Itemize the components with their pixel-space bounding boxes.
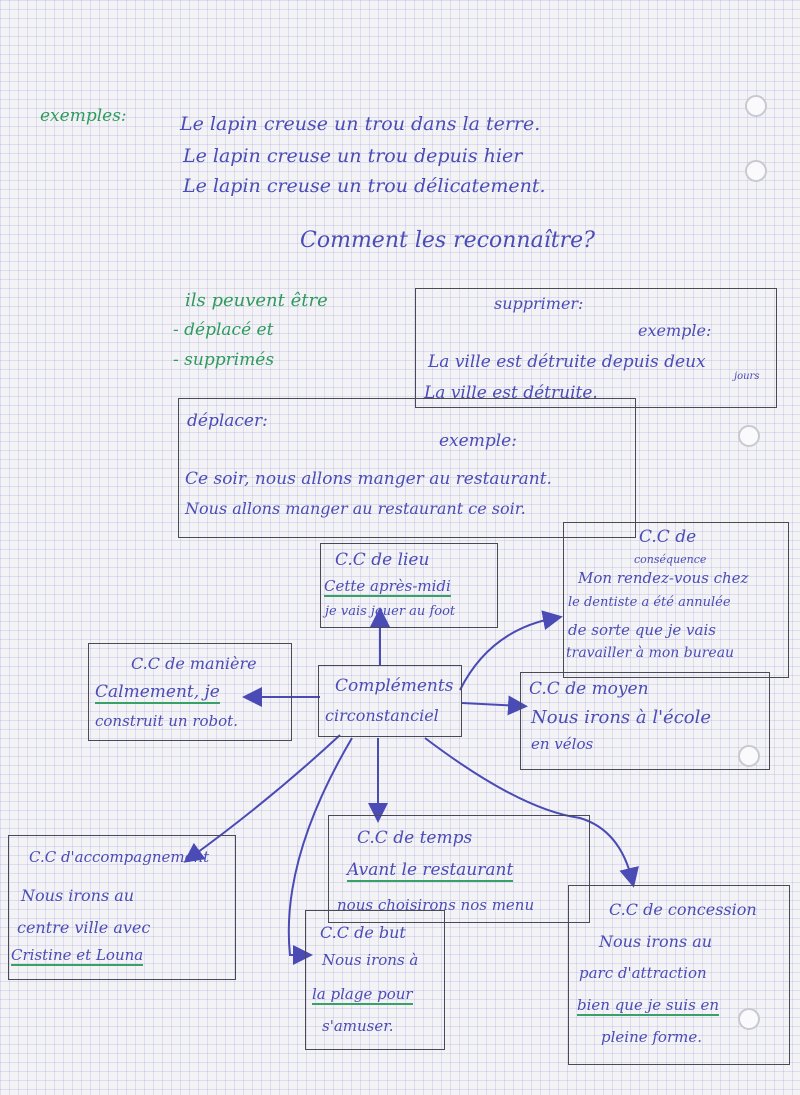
- cc-consequence-line-3: de sorte que je vais: [568, 621, 716, 639]
- center-line-2: circonstanciel: [325, 706, 439, 725]
- binder-hole: [745, 95, 767, 117]
- cc-concession-line-4: pleine forme.: [601, 1028, 703, 1046]
- cc-accompagnement-title: C.C d'accompagnement: [29, 848, 210, 866]
- cc-concession-box: C.C de concession Nous irons au parc d'a…: [568, 885, 790, 1065]
- cc-but-box: C.C de but Nous irons à la plage pour s'…: [305, 910, 445, 1050]
- box-supprimer-example-label: exemple:: [638, 321, 712, 340]
- binder-hole: [738, 745, 760, 767]
- center-line-1: Compléments: [335, 676, 454, 696]
- cc-concession-line-1: Nous irons au: [599, 932, 713, 951]
- binder-hole: [738, 425, 760, 447]
- cc-but-line-2: la plage pour: [312, 985, 413, 1005]
- cc-accompagnement-line-3: Cristine et Louna: [11, 946, 144, 966]
- cc-moyen-line-1: Nous irons à l'école: [531, 707, 712, 728]
- box-supprimer-line-1: La ville est détruite depuis deux: [428, 352, 706, 372]
- cc-accompagnement-box: C.C d'accompagnement Nous irons au centr…: [8, 835, 236, 980]
- cc-consequence-subtitle: conséquence: [634, 553, 707, 566]
- cc-consequence-box: C.C de conséquence Mon rendez-vous chez …: [563, 522, 789, 678]
- cc-concession-line-2: parc d'attraction: [579, 964, 707, 982]
- cc-temps-box: C.C de temps Avant le restaurant nous ch…: [328, 815, 590, 923]
- cc-lieu-line-2: je vais jouer au foot: [325, 604, 456, 619]
- box-deplacer: déplacer: exemple: Ce soir, nous allons …: [178, 398, 636, 538]
- cc-consequence-line-4: travailler à mon bureau: [566, 645, 735, 661]
- cc-but-line-3: s'amuser.: [322, 1017, 394, 1035]
- can-be-item-1: - déplacé et: [173, 320, 274, 340]
- box-deplacer-example-label: exemple:: [439, 431, 517, 451]
- box-supprimer-title: supprimer:: [494, 294, 584, 313]
- cc-consequence-line-2: le dentiste a été annulée: [568, 595, 731, 610]
- box-supprimer-margin-note: jours: [734, 371, 760, 382]
- cc-accompagnement-line-2: centre ville avec: [17, 918, 151, 937]
- box-deplacer-line-2: Nous allons manger au restaurant ce soir…: [185, 499, 526, 518]
- cc-lieu-title: C.C de lieu: [335, 550, 430, 570]
- cc-maniere-line-2: construit un robot.: [95, 712, 238, 730]
- cc-consequence-line-1: Mon rendez-vous chez: [578, 569, 749, 587]
- center-box: Compléments circonstanciel: [318, 665, 462, 737]
- cc-but-line-1: Nous irons à: [322, 951, 419, 969]
- cc-concession-title: C.C de concession: [609, 900, 757, 919]
- cc-but-title: C.C de but: [320, 923, 406, 942]
- binder-hole: [745, 160, 767, 182]
- cc-temps-title: C.C de temps: [357, 828, 473, 848]
- arrow-to-moyen: [461, 695, 528, 716]
- box-deplacer-title: déplacer:: [187, 411, 268, 431]
- cc-consequence-title: C.C de: [639, 527, 697, 547]
- cc-concession-line-3: bien que je suis en: [577, 996, 720, 1016]
- cc-accompagnement-line-1: Nous irons au: [21, 886, 135, 905]
- question-heading: Comment les reconnaître?: [300, 228, 595, 253]
- cc-temps-line-2: nous choisirons nos menu: [337, 896, 535, 914]
- cc-maniere-title: C.C de manière: [131, 654, 257, 673]
- cc-moyen-line-2: en vélos: [531, 735, 594, 753]
- cc-moyen-box: C.C de moyen Nous irons à l'école en vél…: [520, 672, 770, 770]
- cc-lieu-box: C.C de lieu Cette après-midi je vais jou…: [320, 543, 498, 628]
- cc-moyen-title: C.C de moyen: [529, 679, 649, 699]
- example-line-1: Le lapin creuse un trou dans la terre.: [180, 113, 541, 135]
- examples-label: exemples:: [40, 106, 127, 126]
- can-be-item-2: - supprimés: [173, 350, 275, 370]
- cc-maniere-line-1: Calmement, je: [95, 682, 220, 704]
- cc-lieu-line-1: Cette après-midi: [324, 577, 451, 597]
- arrow-to-accompagnement: [183, 734, 341, 863]
- cc-maniere-box: C.C de manière Calmement, je construit u…: [88, 643, 292, 741]
- arrow-to-but: [287, 737, 353, 965]
- box-deplacer-line-1: Ce soir, nous allons manger au restauran…: [185, 469, 552, 489]
- example-line-3: Le lapin creuse un trou délicatement.: [183, 175, 546, 197]
- example-line-2: Le lapin creuse un trou depuis hier: [183, 145, 523, 167]
- arrow-to-concession: [424, 737, 639, 888]
- arrow-to-consequence: [459, 610, 563, 691]
- binder-hole: [738, 1008, 760, 1030]
- can-be-title: ils peuvent être: [185, 290, 328, 311]
- cc-temps-line-1: Avant le restaurant: [347, 860, 514, 882]
